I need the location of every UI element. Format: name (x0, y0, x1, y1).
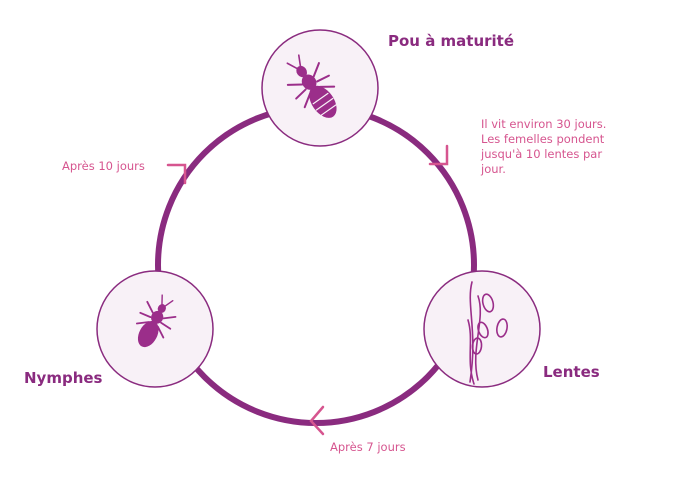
nymph-to-adult-note: Après 10 jours (62, 159, 145, 173)
arrow-nits-to-nymphs (309, 405, 325, 436)
nits-to-nymph-note: Après 7 jours (330, 440, 406, 454)
nits-icon (467, 281, 508, 385)
arrow-adult-to-nits (428, 144, 449, 166)
note-line: jour. (481, 162, 506, 176)
cycle-ring (155, 104, 477, 426)
stage-label-nymphs: Nymphes (24, 369, 103, 387)
nits-stage-circle (423, 270, 541, 388)
note-line: Les femelles pondent (481, 132, 605, 146)
adult-lifespan-note: Il vit environ 30 jours. Les femelles po… (481, 117, 606, 177)
stage-label-nits: Lentes (543, 363, 600, 381)
louse-nymph-icon (135, 294, 177, 348)
note-line: jusqu'à 10 lentes par (481, 147, 603, 161)
arrow-nymphs-to-adult (166, 163, 187, 185)
louse-adult-icon (286, 54, 337, 118)
stage-label-adult: Pou à maturité (388, 32, 515, 50)
note-line: Il vit environ 30 jours. (481, 117, 607, 131)
